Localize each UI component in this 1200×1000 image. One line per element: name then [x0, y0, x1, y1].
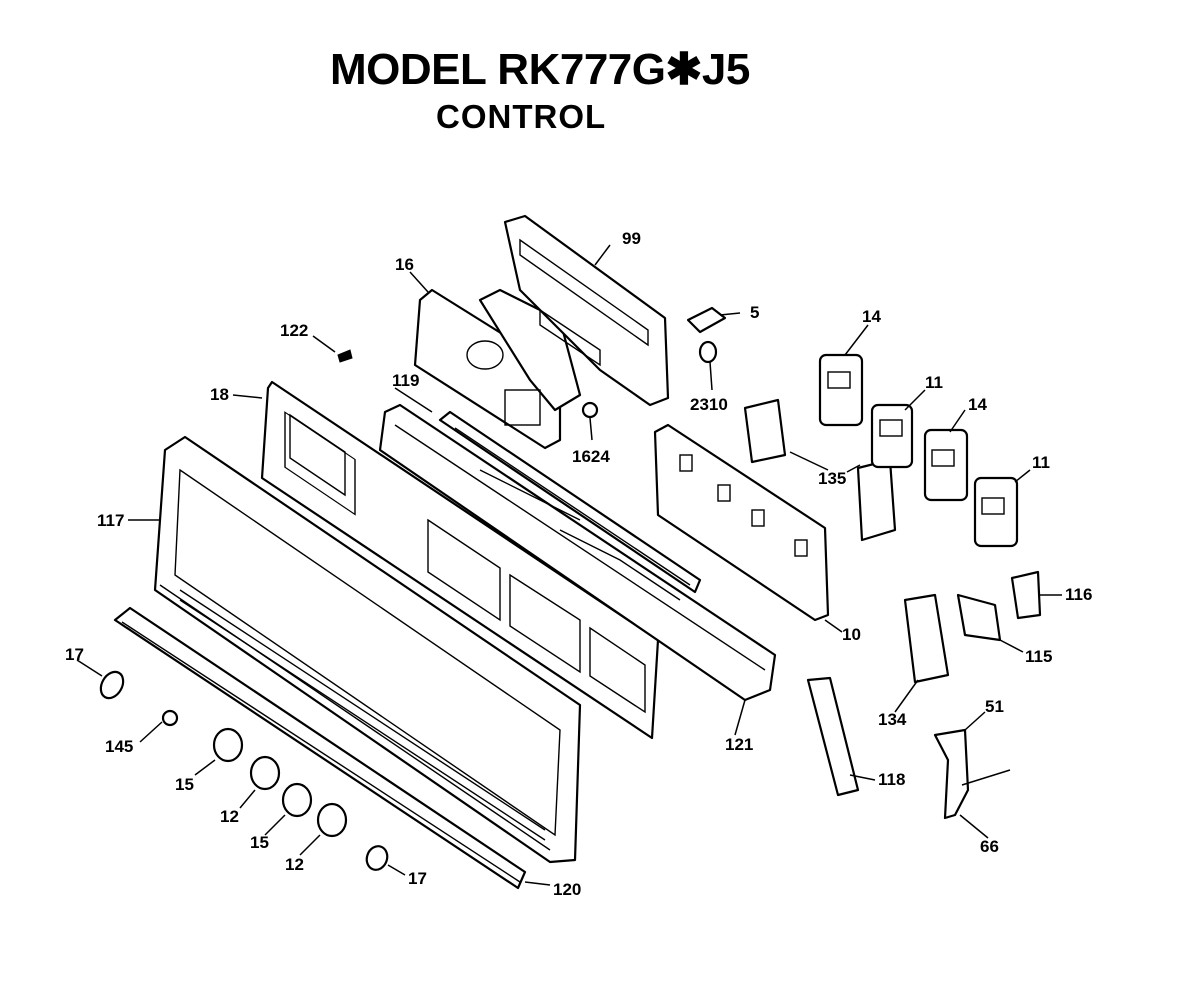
- part-122-screw: [337, 349, 353, 363]
- callout-2310: 2310: [690, 395, 728, 414]
- callout-14-a: 14: [862, 307, 881, 326]
- callout-116: 116: [1065, 585, 1092, 604]
- part-135-brackets: [743, 398, 897, 542]
- callout-119: 119: [392, 371, 419, 390]
- callout-12-a: 12: [220, 807, 239, 826]
- callout-15-b: 15: [250, 833, 269, 852]
- diagram-title: MODEL RK777G✱J5: [330, 45, 750, 94]
- callout-117: 117: [97, 511, 124, 530]
- callout-5: 5: [750, 303, 759, 322]
- callout-12-b: 12: [285, 855, 304, 874]
- callout-135: 135: [818, 469, 846, 488]
- part-121-bracket: [378, 403, 777, 702]
- callout-15-a: 15: [175, 775, 194, 794]
- part-119-switch-strip: [438, 410, 702, 594]
- part-14-switch-b: [923, 428, 969, 502]
- part-18-window-panel: [260, 380, 660, 740]
- part-66-harness: [933, 728, 1011, 820]
- part-134-plate: [903, 593, 950, 684]
- callout-17-a: 17: [65, 645, 84, 664]
- part-117-frame: [153, 435, 582, 864]
- part-12-knob-b: [316, 802, 348, 838]
- part-11-switch-a: [870, 403, 914, 469]
- callout-115: 115: [1025, 647, 1052, 666]
- part-17-knob-a: [99, 670, 125, 700]
- part-15-knob-a: [212, 727, 244, 763]
- part-10-circuit-board: [653, 423, 830, 622]
- part-118-bracket: [806, 676, 860, 797]
- diagram-subtitle: CONTROL: [436, 98, 607, 135]
- part-120-trim: [113, 606, 527, 890]
- callout-14-b: 14: [968, 395, 987, 414]
- callout-121: 121: [725, 735, 753, 754]
- callout-51: 51: [985, 697, 1004, 716]
- callout-145: 145: [105, 737, 133, 756]
- callout-66: 66: [980, 837, 999, 856]
- part-1624-knob: [581, 401, 599, 419]
- leader-lines: [76, 244, 1062, 886]
- callout-99: 99: [622, 229, 641, 248]
- callout-16: 16: [395, 255, 414, 274]
- callout-118: 118: [878, 770, 905, 789]
- part-2310-lamp: [698, 340, 718, 364]
- part-15-knob-b: [281, 782, 313, 818]
- part-11-switch-b: [973, 476, 1019, 548]
- part-116-bracket: [1010, 570, 1042, 620]
- callout-1624: 1624: [572, 447, 610, 466]
- part-12-knob-a: [249, 755, 281, 791]
- part-115-receptacle: [956, 593, 1002, 642]
- callout-11-a: 11: [925, 373, 943, 392]
- part-145-washer: [161, 709, 179, 727]
- part-5-clip: [686, 306, 727, 334]
- part-99-housing: [503, 214, 670, 407]
- callout-10: 10: [842, 625, 861, 644]
- callout-134: 134: [878, 710, 907, 729]
- part-14-switch-a: [818, 353, 864, 427]
- part-17-knob-b: [365, 845, 389, 871]
- callout-18: 18: [210, 385, 229, 404]
- callout-17-b: 17: [408, 869, 427, 888]
- callout-11-b: 11: [1032, 453, 1050, 472]
- callout-122: 122: [280, 321, 308, 340]
- callout-120: 120: [553, 880, 581, 899]
